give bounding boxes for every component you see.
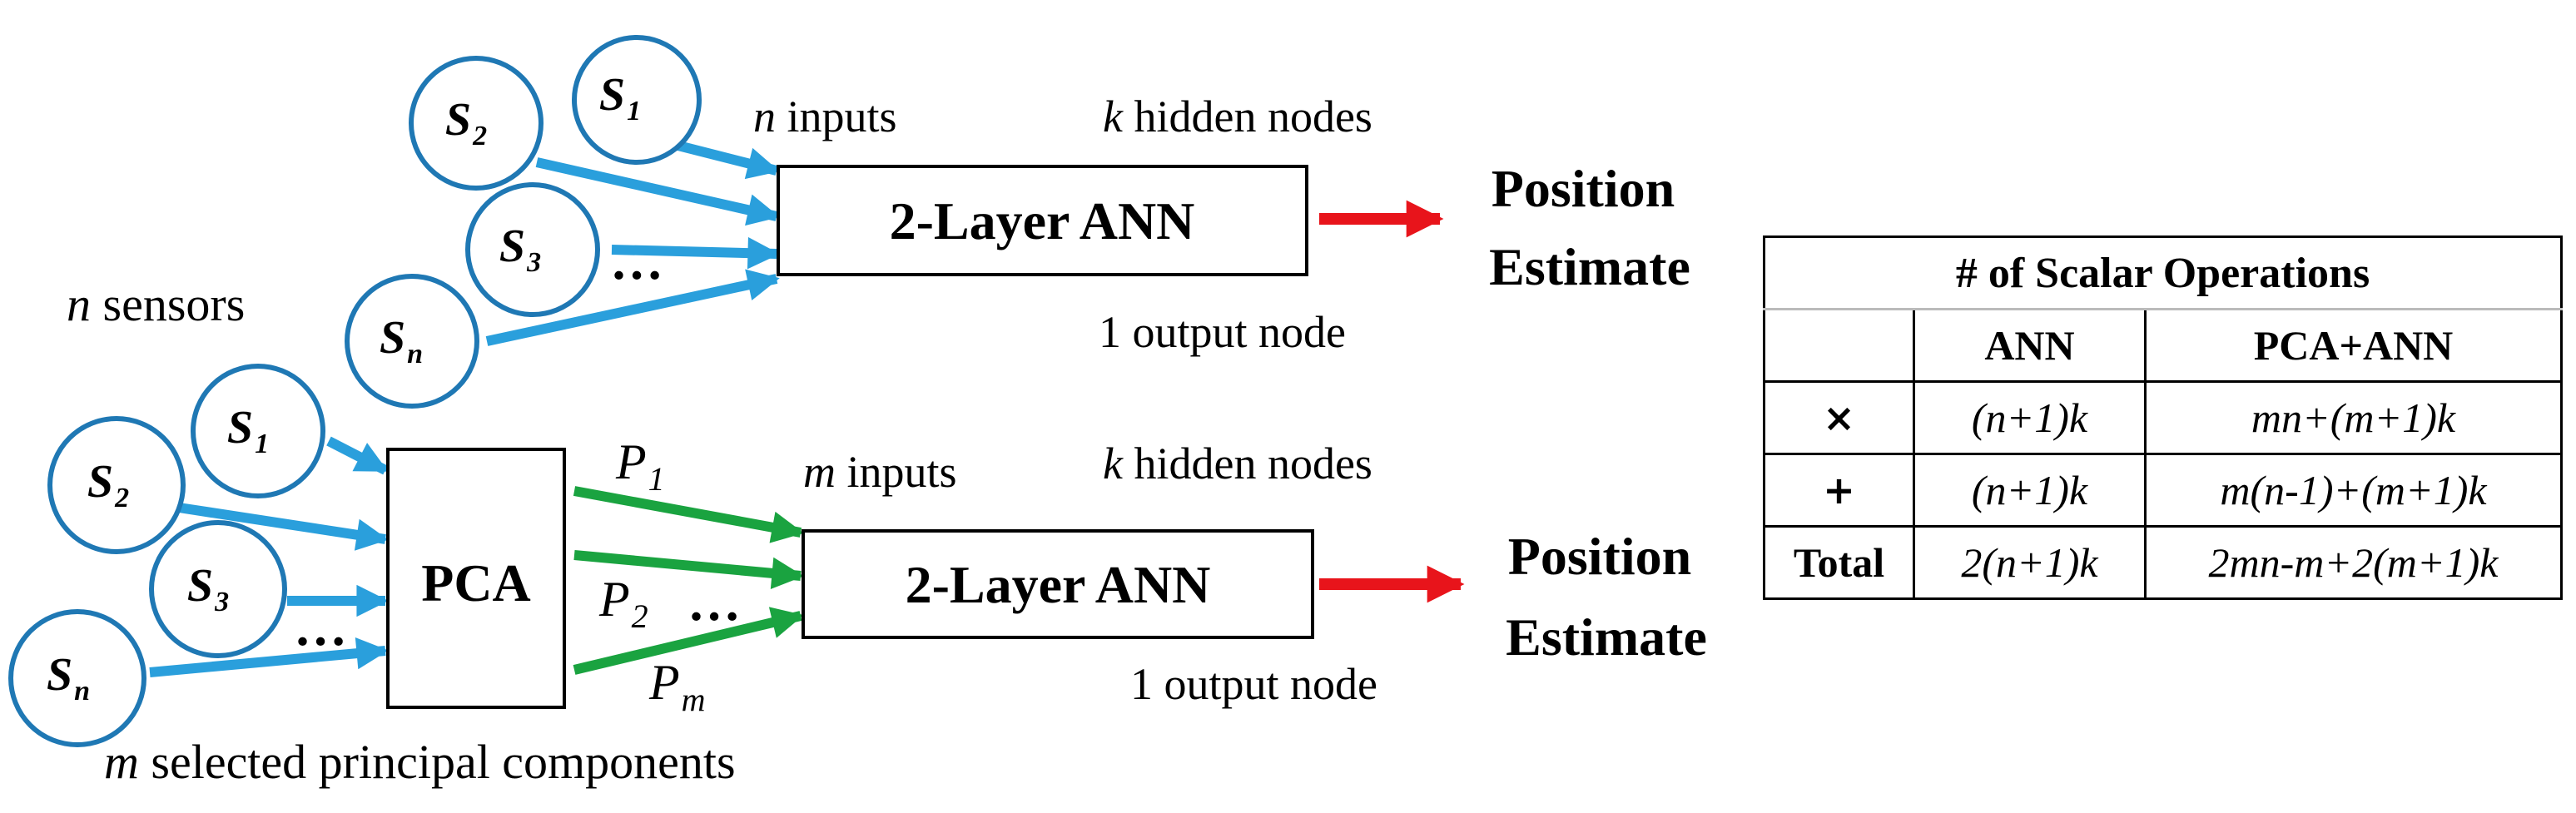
table-header-row: ANN PCA+ANN — [1763, 308, 2564, 383]
top-sensor-s1: S1 — [572, 35, 702, 165]
svg-text:S3: S3 — [187, 560, 229, 617]
bottom-sensor-s3: S3 — [149, 520, 287, 658]
sensor-circle — [465, 182, 600, 317]
arrow-p2-to-ann — [573, 550, 804, 589]
top-inputs-label: n inputs — [753, 92, 897, 141]
bottom-sensor-s1: S1 — [191, 364, 325, 498]
cell-pca-ann: m(n-1)+(m+1)k — [2143, 453, 2564, 528]
scalar-operations-table: # of Scalar Operations ANN PCA+ANN × (n+… — [1762, 235, 2564, 600]
arrow-sn-to-pca — [149, 637, 389, 677]
component-pm: Pm — [648, 655, 706, 718]
row-label-add: + — [1763, 453, 1915, 528]
arrow-pm-to-ann — [573, 607, 804, 675]
top-hidden-label: k hidden nodes — [1103, 92, 1372, 141]
pca-box — [386, 448, 566, 709]
bottom-inputs-label: m inputs — [803, 447, 957, 497]
top-ann-label: 2-Layer ANN — [890, 191, 1195, 250]
arrow-s2-to-pca — [178, 503, 389, 551]
table-title-row: # of Scalar Operations — [1762, 235, 2564, 310]
svg-text:S3: S3 — [499, 221, 541, 278]
top-result-label: Position Estimate — [1489, 159, 1690, 296]
cell-ann: (n+1)k — [1913, 453, 2147, 528]
svg-text:Sn: Sn — [380, 312, 423, 369]
pca-caption: m selected principal components — [104, 735, 736, 789]
cell-ann: (n+1)k — [1913, 380, 2147, 455]
header-pca-ann: PCA+ANN — [2143, 308, 2564, 383]
sensor-circle — [572, 35, 702, 165]
bottom-result-label: Position Estimate — [1506, 527, 1707, 667]
component-ellipsis: … — [687, 573, 741, 632]
svg-text:S2: S2 — [87, 456, 129, 513]
svg-text:Sn: Sn — [47, 649, 90, 706]
component-p2: P2 — [598, 572, 648, 635]
bottom-ann-box — [802, 529, 1314, 639]
top-ann-box — [777, 165, 1308, 276]
bottom-pipeline: S1 S2 S3 Sn … PCA P1 P2 … Pm m inputs k — [8, 364, 1707, 789]
table-title: # of Scalar Operations — [1762, 235, 2564, 310]
top-sensor-s2: S2 — [409, 56, 543, 191]
cell-pca-ann: 2mn-m+2(m+1)k — [2143, 525, 2564, 600]
top-sensor-ellipsis: … — [610, 231, 663, 290]
sensor-circle — [8, 609, 146, 747]
pca-label: PCA — [421, 553, 531, 612]
bottom-sensor-ellipsis: … — [294, 597, 347, 657]
bottom-hidden-label: k hidden nodes — [1103, 439, 1372, 488]
table-row: × (n+1)k mn+(m+1)k — [1763, 380, 2564, 455]
bottom-ann-label: 2-Layer ANN — [906, 555, 1211, 614]
svg-text:S1: S1 — [227, 402, 269, 459]
bottom-sensor-sn: Sn — [8, 609, 146, 747]
header-blank — [1763, 308, 1915, 383]
cell-pca-ann: mn+(m+1)k — [2143, 380, 2564, 455]
component-p1: P1 — [615, 434, 665, 498]
arrow-s3-to-ann — [611, 236, 780, 270]
top-pipeline: S1 S2 S3 Sn … n inputs k hidden nodes 2-… — [345, 35, 1690, 409]
bottom-sensor-arrows — [149, 436, 389, 677]
bottom-sensor-s2: S2 — [47, 416, 186, 554]
arrow-p1-to-ann — [573, 486, 804, 543]
svg-text:S2: S2 — [445, 94, 487, 151]
cell-ann: 2(n+1)k — [1913, 525, 2147, 600]
sensor-circle — [149, 520, 287, 658]
sensor-circle — [191, 364, 325, 498]
table-row: + (n+1)k m(n-1)+(m+1)k — [1763, 453, 2564, 528]
top-sensor-sn: Sn — [345, 274, 479, 409]
sensor-circle — [409, 56, 543, 191]
sensor-circle — [47, 416, 186, 554]
svg-text:S1: S1 — [599, 69, 641, 126]
row-label-multiply: × — [1763, 380, 1915, 455]
bottom-output-label: 1 output node — [1130, 659, 1377, 709]
sensor-circle — [345, 274, 479, 409]
top-output-label: 1 output node — [1099, 307, 1346, 357]
arrow-s1-to-ann — [677, 141, 780, 180]
header-ann: ANN — [1913, 308, 2147, 383]
arrow-s1-to-pca — [326, 436, 389, 475]
arrow-sn-to-ann — [485, 269, 780, 346]
top-sensor-s3: S3 — [465, 182, 600, 317]
row-label-total: Total — [1763, 525, 1915, 600]
component-arrows — [573, 486, 804, 675]
table-row: Total 2(n+1)k 2mn-m+2(m+1)k — [1763, 525, 2564, 600]
top-sensor-arrows — [485, 141, 780, 346]
arrow-s2-to-ann — [535, 157, 780, 226]
sensors-caption: n sensors — [67, 277, 245, 331]
